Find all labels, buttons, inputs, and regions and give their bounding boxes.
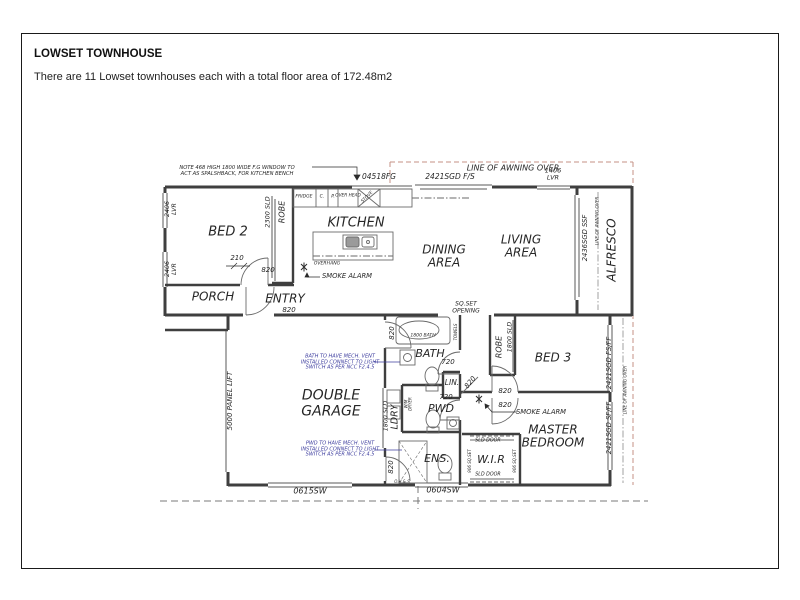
kitchen-fixtures bbox=[292, 188, 470, 261]
page-border bbox=[21, 33, 779, 569]
external-walls bbox=[163, 185, 634, 487]
page-subtitle: There are 11 Lowset townhouses each with… bbox=[34, 71, 393, 83]
internal-walls bbox=[165, 187, 610, 486]
note-leader-lines bbox=[374, 361, 402, 451]
window-lines bbox=[162, 184, 613, 488]
door-arcs bbox=[240, 257, 519, 483]
leader-lines bbox=[226, 166, 517, 413]
boundary-dash-line bbox=[160, 486, 648, 509]
smoke-alarm-icons bbox=[300, 262, 483, 404]
page-title: LOWSET TOWNHOUSE bbox=[34, 48, 163, 60]
bathroom-fixtures bbox=[386, 316, 460, 484]
awning-dash-lines bbox=[389, 161, 634, 485]
awning-dashdot-lines bbox=[597, 192, 624, 483]
